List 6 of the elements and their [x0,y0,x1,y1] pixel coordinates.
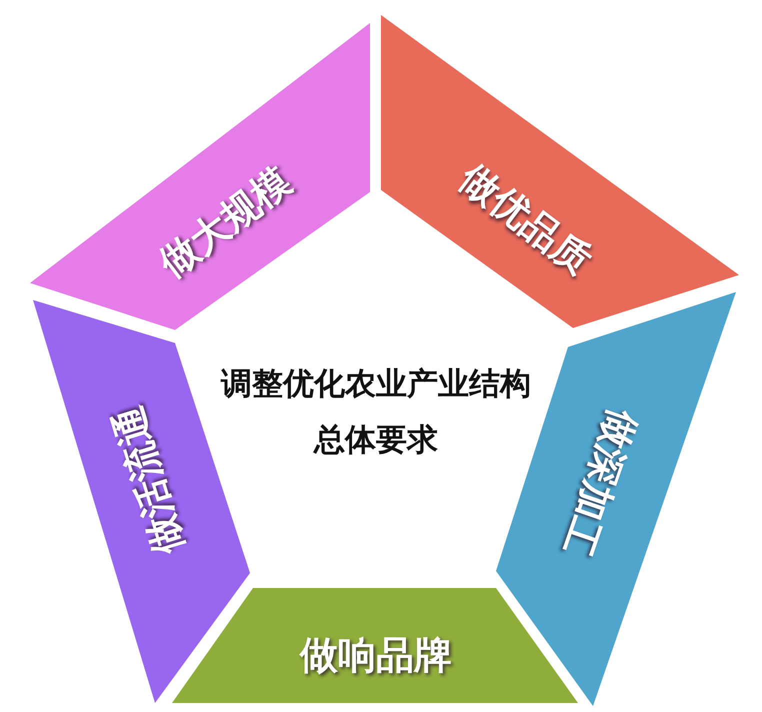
center-label: 调整优化农业产业结构总体要求 [220,365,532,460]
segment-label: 做优品质 [454,158,598,280]
segment-label: 做大规模 [152,161,298,283]
segment-label: 做响品牌 [300,636,452,674]
segment-label: 做深加工 [557,404,643,562]
segment-label: 做活流通 [108,402,188,558]
